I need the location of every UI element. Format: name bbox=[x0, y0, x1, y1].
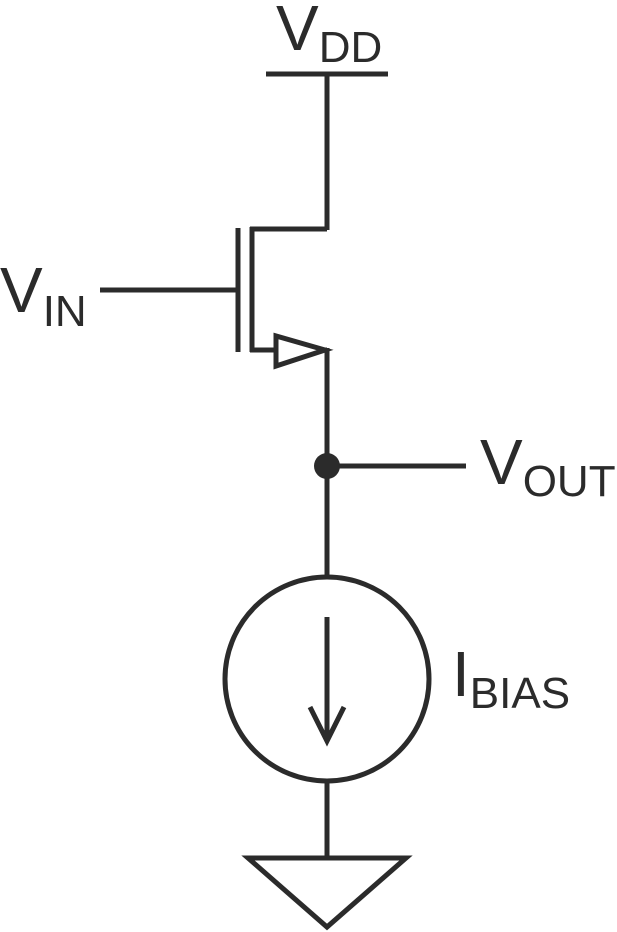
vout-label-main: V bbox=[480, 426, 523, 498]
vin-label-main: V bbox=[0, 254, 43, 326]
vin-label: VIN bbox=[0, 254, 87, 336]
current-source bbox=[222, 574, 432, 784]
nmos-transistor bbox=[235, 226, 334, 577]
ibias-label: IBIAS bbox=[452, 638, 570, 718]
down-arrow-icon bbox=[307, 705, 347, 747]
vout-label-sub: OUT bbox=[523, 457, 616, 506]
vdd-label-sub: DD bbox=[319, 23, 383, 72]
vdd-label: VDD bbox=[276, 0, 382, 72]
ground-icon bbox=[241, 855, 413, 931]
ibias-label-main: I bbox=[452, 638, 470, 710]
source-arrow-icon bbox=[273, 332, 334, 370]
vdd-rail bbox=[266, 71, 388, 230]
ibias-label-sub: BIAS bbox=[470, 669, 570, 718]
vout-label: VOUT bbox=[480, 426, 616, 506]
vin-label-sub: IN bbox=[43, 287, 87, 336]
vdd-label-main: V bbox=[276, 0, 319, 64]
